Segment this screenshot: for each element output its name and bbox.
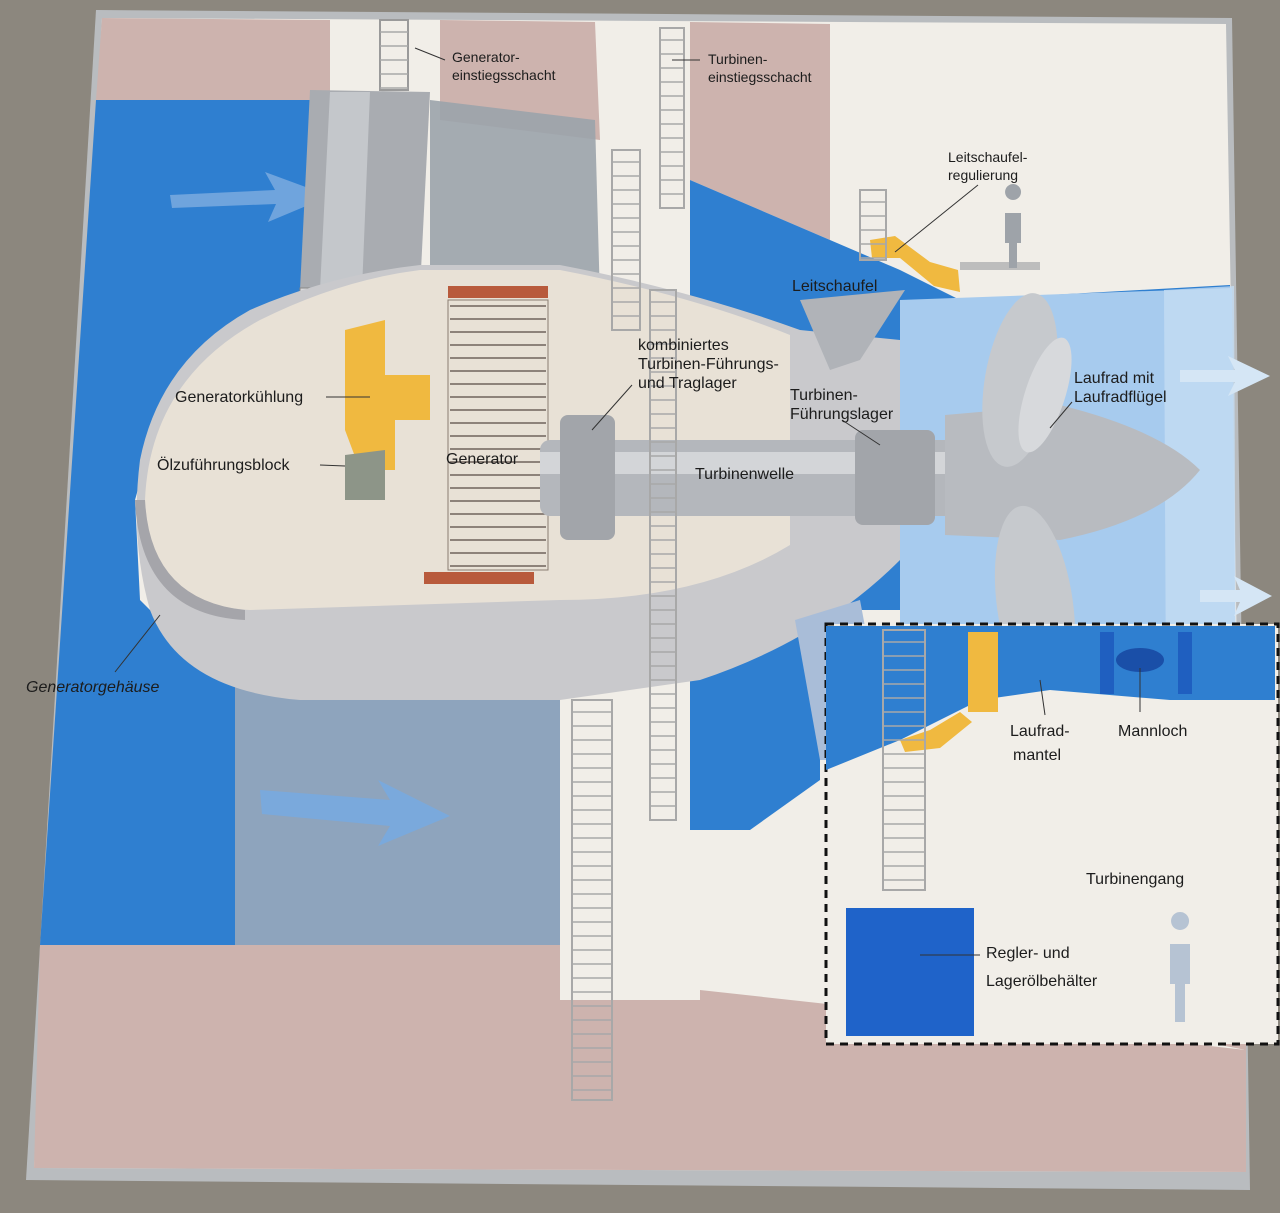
label-generator: Generator: [446, 451, 519, 468]
leader-guide-vane-control: [894, 184, 979, 253]
service-platform: [960, 262, 1040, 270]
combined-bearing-body: [560, 415, 615, 540]
water-upper-channel: [430, 100, 600, 300]
flow-arrow-right-lower: [1200, 576, 1272, 616]
leader-runner-casing: [1039, 679, 1046, 716]
label-turbine-gallery: Turbinengang: [1086, 871, 1184, 888]
shaft-highlight: [320, 92, 370, 290]
generator-stator: [424, 286, 549, 584]
concrete-bottom: [34, 945, 1246, 1172]
label-guide-vane: Leitschaufel: [792, 278, 877, 295]
leader-turbine-guide-bearing: [841, 419, 881, 446]
generator-cooling-unit: [345, 320, 430, 470]
concrete-top-right-column: [690, 22, 830, 240]
manhole-cover: [1116, 648, 1164, 672]
manhole-frame-right: [1178, 632, 1192, 694]
label-guide-vane-control: Leitschaufel- regulierung: [948, 149, 1031, 183]
label-generator-housing: Generatorgehäuse: [26, 679, 160, 696]
ladders: [571, 27, 926, 1101]
flow-arrow-right-upper: [1180, 356, 1270, 396]
water-downstream-bottom: [690, 620, 820, 830]
leader-combined-bearing: [591, 384, 633, 431]
oil-tank: [846, 908, 974, 1036]
oil-supply-block: [345, 450, 385, 500]
leader-runner: [1049, 401, 1073, 429]
flow-arrow-upper-left: [170, 172, 330, 222]
label-oil-tank: Regler- und Lagerölbehälter: [986, 945, 1098, 990]
guide-vane-regulation: [870, 236, 960, 292]
label-oil-supply-block: Ölzuführungsblock: [157, 456, 291, 474]
label-generator-cooling: Generatorkühlung: [175, 389, 303, 406]
leader-oil-supply: [319, 464, 346, 467]
label-turbine-guide-bearing: Turbinen- Führungslager: [790, 387, 894, 423]
label-turbine-shaft-main: Turbinenwelle: [695, 466, 794, 483]
runner-casing-part: [968, 632, 998, 712]
generator-ladder: [379, 19, 409, 91]
guide-vane: [800, 290, 905, 370]
label-combined-bearing: kombiniertes Turbinen-Führungs- und Trag…: [638, 337, 783, 392]
label-turbine-shaft: Turbinen- einstiegsschacht: [708, 51, 812, 85]
flow-arrow-lower-left: [260, 780, 450, 846]
label-runner: Laufrad mit Laufradflügel: [1074, 370, 1167, 406]
leader-generator-shaft: [414, 47, 446, 61]
leader-generator-housing: [114, 614, 161, 673]
concrete-top-left: [96, 18, 330, 100]
housing-shell-edge: [135, 500, 245, 620]
label-generator-shaft: Generator- einstiegsschacht: [452, 49, 556, 83]
person-silhouette-bottom: [1170, 912, 1190, 1022]
turbine-guide-bearing-body: [855, 430, 935, 525]
label-runner-casing: Laufrad- mantel: [1010, 723, 1074, 764]
runner-blade-front: [1018, 337, 1072, 453]
manhole-frame-left: [1100, 632, 1114, 694]
inset-regulator: [900, 712, 972, 752]
label-manhole: Mannloch: [1118, 723, 1187, 740]
person-silhouette-top: [1005, 184, 1022, 268]
